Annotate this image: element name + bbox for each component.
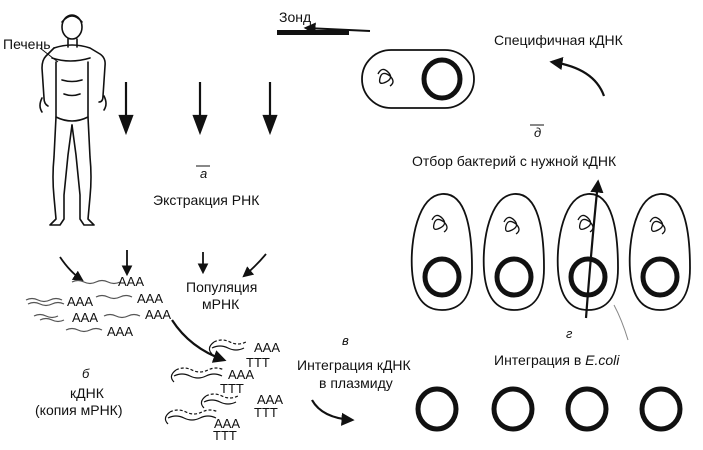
liver-label: Печень — [3, 36, 51, 52]
mrna-population-label-1: Популяция — [186, 279, 257, 295]
probe-arrow — [303, 22, 371, 35]
step-d-label: д — [534, 125, 541, 140]
plasmid-integration-label-1: Интеграция кДНК — [297, 357, 412, 373]
mrna-arrows — [59, 250, 267, 282]
polya-2: ААА — [67, 294, 93, 309]
duplex-polyt-3: ТТТ — [254, 405, 278, 420]
polya-5: ААА — [145, 307, 171, 322]
ecoli-italic-text: E.coli — [585, 352, 620, 368]
cdna-duplexes — [164, 339, 247, 425]
duplex-polya-3: ААА — [257, 392, 283, 407]
ecoli-integration-label: Интеграция в E.coli — [494, 352, 620, 368]
duplex-polya-2: ААА — [228, 367, 254, 382]
polya-6: ААА — [107, 324, 133, 339]
duplex-polyt-4: ТТТ — [213, 428, 237, 443]
bacteria-row — [410, 193, 691, 311]
specific-cdna-arrow — [549, 56, 606, 97]
specific-cdna-label: Специфичная кДНК — [494, 32, 624, 48]
duplex-polya-4: ААА — [214, 416, 240, 431]
ecoli-pointer-line — [613, 304, 629, 341]
bacteria-selection-label: Отбор бактерий с нужной кДНК — [412, 153, 617, 169]
to-cdna-arrow — [171, 319, 227, 363]
polya-3: ААА — [137, 291, 163, 306]
step-b-label: б — [82, 366, 90, 381]
bacterium — [482, 193, 545, 311]
polya-4: ААА — [72, 310, 98, 325]
plasmid-integration-label-2: в плазмиду — [319, 375, 393, 391]
bacterium — [628, 193, 691, 311]
duplex-polyt-1: ТТТ — [246, 355, 270, 370]
selected-bacterium — [361, 49, 475, 109]
ecoli-integration-text: Интеграция в — [494, 352, 585, 368]
duplex-polyt-2: ТТТ — [220, 381, 244, 396]
selection-arrow — [584, 179, 604, 319]
plasmid-rings — [415, 386, 683, 432]
probe-label: Зонд — [279, 9, 311, 25]
extraction-arrows — [118, 82, 278, 136]
mrna-population-label-2: мРНК — [202, 296, 240, 312]
cdna-label-1: кДНК — [70, 385, 105, 401]
step-v-label: в — [342, 333, 349, 348]
step-g-label: г — [566, 326, 573, 341]
human-figure — [39, 14, 107, 226]
liver-pointer-line — [39, 47, 59, 63]
probe-bar — [277, 30, 349, 35]
step-a-label: а — [200, 166, 207, 181]
rna-extraction-label: Экстракция РНК — [153, 192, 260, 208]
duplex-polya-1: ААА — [254, 340, 280, 355]
bacterium — [410, 193, 473, 311]
mrna-strands — [25, 279, 141, 333]
to-plasmid-arrow — [311, 399, 355, 426]
polya-1: ААА — [118, 274, 144, 289]
cdna-label-2: (копия мРНК) — [35, 402, 123, 418]
